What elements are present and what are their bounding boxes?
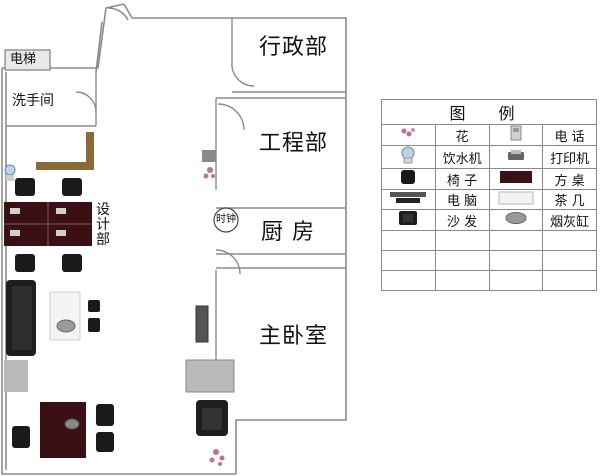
legend-empty-cell xyxy=(488,230,544,251)
legend-empty-cell xyxy=(381,270,436,291)
elevator-label: 电梯 xyxy=(10,52,37,67)
armchair xyxy=(196,400,228,436)
floor-plan xyxy=(1,3,347,475)
sofa-icon xyxy=(381,209,436,231)
legend-empty-cell xyxy=(381,250,436,271)
tea-table-icon xyxy=(488,189,544,210)
lounge-chairs xyxy=(88,300,100,332)
legend-label: 打印机 xyxy=(542,145,597,169)
clock-icon xyxy=(213,207,239,233)
legend-empty-cell xyxy=(542,250,597,271)
design-dept-char-2: 计 xyxy=(96,217,110,233)
telephone-icon xyxy=(488,124,544,146)
design-dept-char-1: 设 xyxy=(96,202,110,218)
lounge-sofa xyxy=(6,280,36,356)
legend-empty-cell xyxy=(488,270,544,291)
pillar-right xyxy=(185,359,235,393)
legend-empty-row xyxy=(381,250,597,271)
meeting-area xyxy=(12,402,114,458)
admin-dept-label: 行政部 xyxy=(259,35,329,60)
square-table-icon xyxy=(488,168,544,190)
printer-icon xyxy=(195,305,209,343)
legend-label: 饮水机 xyxy=(434,145,490,169)
legend-body: 花 电 话饮水机 打印机椅 子 方 桌电 脑 茶 几沙 发 烟灰缸 xyxy=(381,124,597,291)
ashtray-icon xyxy=(56,319,76,333)
legend-empty-cell xyxy=(381,230,436,251)
design-chairs-top xyxy=(15,178,82,196)
water-dispenser-icon xyxy=(381,145,436,169)
master-bedroom-label: 主卧室 xyxy=(259,324,329,349)
pillar-left xyxy=(4,360,28,392)
flower-icon-bottom xyxy=(209,449,225,466)
legend-empty-cell xyxy=(542,270,597,291)
legend-empty-cell xyxy=(542,230,597,251)
legend-empty-row xyxy=(381,230,597,251)
legend-empty-cell xyxy=(488,250,544,271)
water-dispenser-icon xyxy=(4,164,16,181)
legend-label: 花 xyxy=(434,124,490,146)
restroom-label: 洗手间 xyxy=(12,93,54,109)
legend-row: 饮水机 打印机 xyxy=(381,145,597,169)
legend-label: 烟灰缸 xyxy=(542,209,597,231)
interior-walls xyxy=(6,18,346,360)
chair-icon xyxy=(381,168,436,190)
legend-row: 电 脑茶 几 xyxy=(381,189,597,210)
design-dept-char-3: 部 xyxy=(96,232,110,248)
engineering-dept-label: 工程部 xyxy=(259,131,329,156)
reception-counter xyxy=(36,132,94,170)
legend-table: 图 例 花 电 话饮水机 打印机椅 子 方 桌电 脑 茶 几沙 发 烟灰缸 xyxy=(381,99,597,293)
legend-empty-row xyxy=(381,270,597,291)
printer-icon xyxy=(488,145,544,169)
ashtray-icon xyxy=(488,209,544,231)
legend-title: 图 例 xyxy=(381,99,597,125)
legend-row: 椅 子方 桌 xyxy=(381,168,597,190)
design-dept-label: 设 计 部 xyxy=(96,203,112,248)
legend-label: 电 话 xyxy=(542,124,597,146)
flower-icon xyxy=(202,150,216,179)
clock-label: 时钟 xyxy=(216,214,236,225)
legend-row: 沙 发 烟灰缸 xyxy=(381,209,597,231)
legend-label: 椅 子 xyxy=(434,168,490,190)
legend-row: 花电 话 xyxy=(381,124,597,146)
kitchen-label: 厨 房 xyxy=(261,220,315,245)
design-desks xyxy=(4,202,92,246)
legend-empty-cell xyxy=(434,230,490,251)
legend-label: 沙 发 xyxy=(434,209,490,231)
flower-icon xyxy=(381,124,436,146)
computer-icon xyxy=(381,189,436,210)
legend-label: 电 脑 xyxy=(434,189,490,210)
legend-empty-cell xyxy=(434,270,490,291)
legend-label: 茶 几 xyxy=(542,189,597,210)
legend-empty-cell xyxy=(434,250,490,271)
legend-label: 方 桌 xyxy=(542,168,597,190)
design-chairs-bottom xyxy=(15,254,82,272)
elevator-box xyxy=(4,49,51,71)
tea-table xyxy=(49,291,81,341)
